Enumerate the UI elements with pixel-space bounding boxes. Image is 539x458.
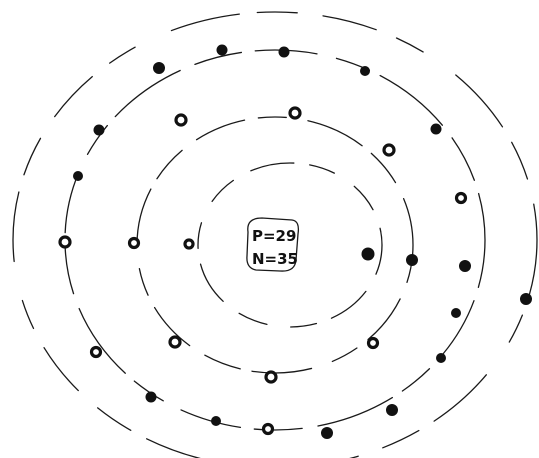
shell-2-electrons (130, 108, 419, 382)
electron (176, 115, 186, 125)
electron (451, 308, 461, 318)
electron (60, 237, 70, 247)
electron (279, 47, 290, 58)
electron (266, 372, 276, 382)
electron (94, 125, 105, 136)
electron (153, 62, 165, 74)
electron (290, 108, 300, 118)
electron (321, 427, 333, 439)
electron (211, 416, 221, 426)
electron (73, 171, 83, 181)
electron (185, 240, 193, 248)
electron (386, 404, 398, 416)
electron (369, 339, 378, 348)
shell-1 (198, 163, 382, 327)
neutrons-label: N=35 (252, 250, 298, 268)
electron (406, 254, 418, 266)
electron (431, 124, 442, 135)
electron (457, 194, 466, 203)
electron (459, 260, 471, 272)
electron (264, 425, 273, 434)
electron (130, 239, 139, 248)
protons-label: P=29 (252, 227, 296, 245)
nucleus: P=29 N=35 (247, 218, 298, 271)
electron (520, 293, 532, 305)
electron (384, 145, 394, 155)
electron (217, 45, 228, 56)
electron (170, 337, 180, 347)
electron (362, 248, 375, 261)
electron (92, 348, 101, 357)
electron (146, 392, 157, 403)
electron (436, 353, 446, 363)
shell-4-electrons (520, 293, 532, 305)
shell-2 (137, 117, 413, 373)
electron (360, 66, 370, 76)
